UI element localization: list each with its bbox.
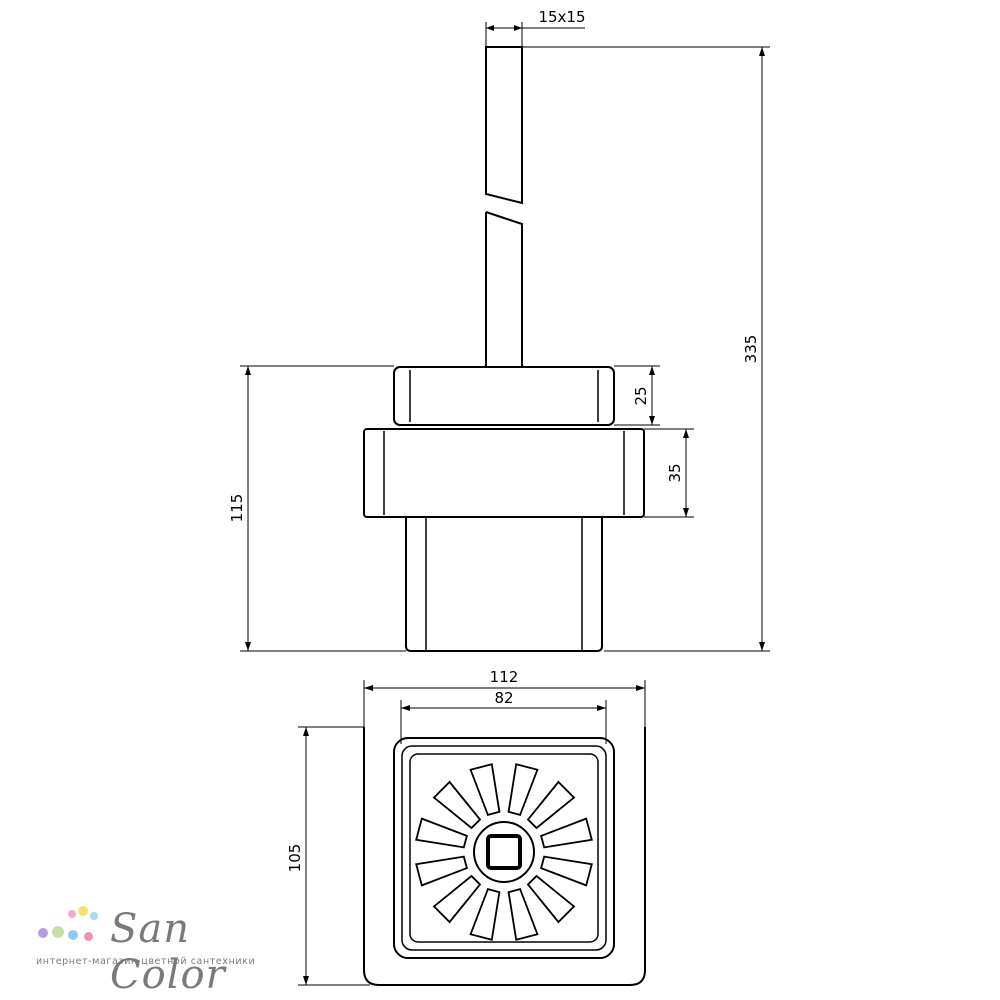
glass-cup [405,517,603,652]
holder-outline [363,727,646,986]
logo-dot [52,926,64,938]
dim-overall-width: 112 [490,668,519,686]
bristle [415,817,468,849]
logo-dot [68,910,76,918]
bristle [507,763,539,816]
dim-cup-width: 82 [494,689,513,707]
brush-hub [473,821,535,883]
logo-dot [78,906,88,916]
logo-dot [90,912,98,920]
logo-dot [68,930,78,940]
bristle [526,874,576,924]
bristle [432,874,482,924]
bristle [415,855,468,887]
dim-holder-height: 115 [228,494,246,523]
logo-dot [38,928,48,938]
bristle [540,817,593,849]
brand-logo: San Color интернет-магазин цветной санте… [28,906,288,998]
top-cap [393,366,615,426]
top-dimension-lines [298,680,646,986]
cup-rim-outer [393,737,615,959]
bristle [469,888,501,941]
rod-socket [486,834,522,870]
brush-rod-lower [485,211,523,366]
brand-name: San Color [110,906,226,998]
top-view [363,727,646,986]
bristle [432,780,482,830]
cup-rim-inner [409,753,599,943]
logo-dot [84,932,93,941]
bristle [507,888,539,941]
dim-total-height: 335 [742,335,760,364]
bristle [526,780,576,830]
dim-bracket-height: 35 [666,463,684,482]
dim-rod-section: 15x15 [538,8,585,26]
side-view [363,46,645,652]
brush-rod-upper [485,46,523,205]
brush-head [415,763,593,941]
logo-dots [28,906,108,956]
side-dimension-lines [240,22,770,652]
brand-tagline: интернет-магазин цветной сантехники [36,956,256,967]
dim-depth: 105 [286,844,304,873]
dim-cap-height: 25 [632,386,650,405]
bristle [469,763,501,816]
bristle [540,855,593,887]
wall-bracket [363,428,645,518]
